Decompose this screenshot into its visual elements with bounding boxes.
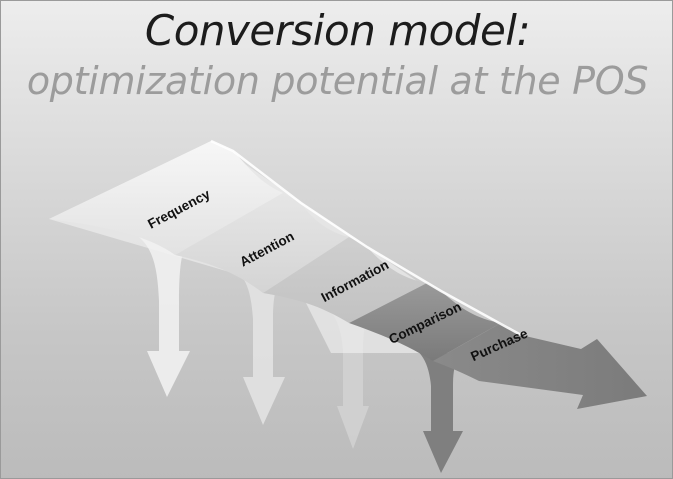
- frequency-dropoff-arrow: [113, 226, 197, 397]
- diagram-title: Conversion model:: [144, 6, 531, 55]
- information-segment: [263, 237, 427, 323]
- comparison-dropoff-arrow: [396, 341, 469, 473]
- band-edge-highlight: [210, 139, 522, 337]
- diagram-subtitle: optimization potential at the POS: [26, 59, 649, 103]
- attention-segment: [175, 193, 349, 293]
- comparison-segment: [349, 283, 501, 361]
- frequency-segment: [49, 141, 283, 255]
- purchase-segment: [433, 323, 647, 409]
- attention-dropoff-arrow: [221, 263, 291, 425]
